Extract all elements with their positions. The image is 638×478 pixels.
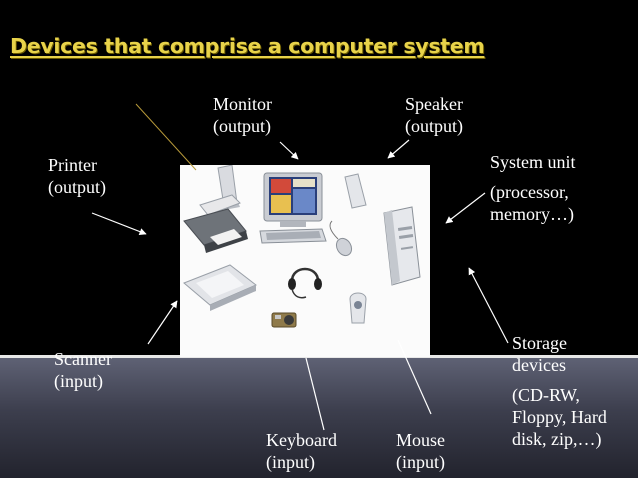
system-unit-label-line2: (processor, [490,182,569,202]
keyboard-line [305,357,325,431]
speaker-label: Speaker (output) [405,93,463,137]
storage-label: Storage devices (CD-RW, Floppy, Hard dis… [512,332,607,450]
storage-arrow [468,267,509,344]
bottom-band [0,357,638,478]
scanner-icon [183,264,257,311]
slide-title: Devices that comprise a computer system [10,34,485,58]
printer-arrow [91,212,147,236]
printer-label: Printer (output) [48,154,106,198]
printer-label-line1: Printer [48,155,97,175]
devices-illustration [183,164,421,328]
monitor-arrow [279,141,299,160]
printer-icon [183,194,248,253]
system-unit-arrow [445,192,486,224]
speaker-icon [344,173,367,209]
storage-label-line5: disk, zip,…) [512,429,602,449]
scanner-label: Scanner (input) [54,348,112,392]
keyboard-label-line1: Keyboard [266,430,337,450]
scanner-label-line1: Scanner [54,349,112,369]
scanner-label-line2: (input) [54,371,103,391]
keyboard-icon [259,228,327,244]
speaker-arrow [387,139,410,159]
mouse-label: Mouse (input) [396,429,445,473]
speaker-label-line2: (output) [405,116,463,136]
storage-label-line1: Storage [512,333,567,353]
printer-label-line2: (output) [48,177,106,197]
storage-label-line2: devices [512,355,566,375]
keyboard-label-line2: (input) [266,452,315,472]
monitor-label-line2: (output) [213,116,271,136]
webcam-icon [349,292,367,324]
mouse-line [397,339,432,415]
monitor-label-line1: Monitor [213,94,273,114]
devices-photo [180,164,430,357]
speaker-label-line1: Speaker [405,94,463,114]
monitor-label: Monitor (output) [213,93,272,137]
decorative-line [135,103,197,171]
storage-label-line3: (CD-RW, [512,385,580,405]
keyboard-label: Keyboard (input) [266,429,337,473]
system-unit-label-line3: memory…) [490,204,574,224]
mouse-icon [329,220,353,257]
headset-icon [288,267,322,299]
mouse-label-line2: (input) [396,452,445,472]
system-unit-icon [383,206,421,286]
mouse-label-line1: Mouse [396,430,445,450]
scanner-arrow [147,300,178,345]
system-unit-label: System unit (processor, memory…) [490,151,576,225]
storage-label-line4: Floppy, Hard [512,407,607,427]
monitor-icon [263,172,323,227]
camera-icon [271,312,297,328]
system-unit-label-line1: System unit [490,152,576,172]
